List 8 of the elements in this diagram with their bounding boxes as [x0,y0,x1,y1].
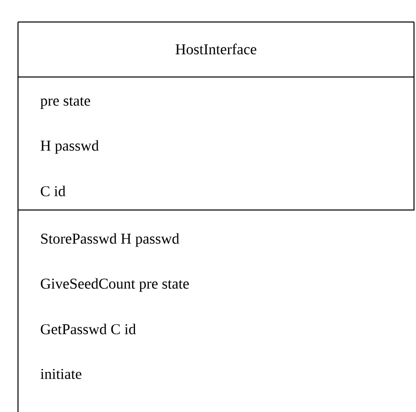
node-label: pre state [40,97,90,109]
node-label: H passwd [40,140,99,154]
node-label: initiate [40,368,82,380]
node-label: GiveSeedCount pre state [40,278,189,292]
node-label: StorePasswd H passwd [41,233,180,247]
node-label: GetPasswd C id [40,324,136,334]
node-label: C id [40,186,66,196]
node-label: HostInterface [176,44,256,54]
